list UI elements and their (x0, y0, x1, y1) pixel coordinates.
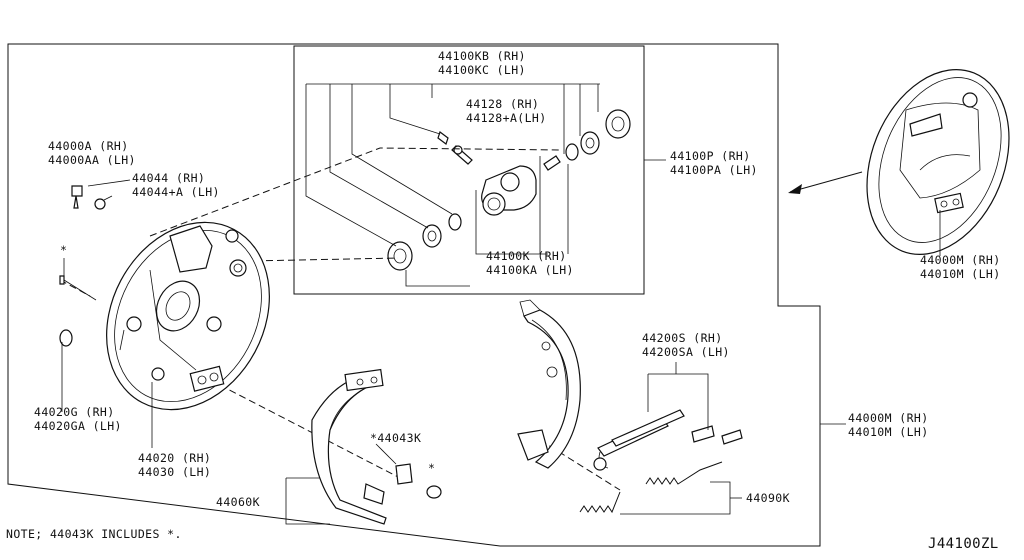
label-lining: 44060K (216, 495, 260, 509)
label-kit-lh: 44100PA (LH) (670, 163, 758, 177)
label-assembly-lh: 44010M (LH) (848, 425, 929, 439)
small-parts-left (59, 185, 106, 347)
label-backplate-lh: 44000AA (LH) (48, 153, 136, 167)
label-plate-lh: 44030 (LH) (138, 465, 211, 479)
label-kit-rh: 44100P (RH) (670, 149, 751, 163)
label-bolt-rh: 44044 (RH) (132, 171, 205, 185)
return-springs (579, 461, 742, 515)
wheel-cylinder-box (293, 45, 645, 295)
holddown-pin (426, 485, 442, 499)
label-spring: 44090K (746, 491, 790, 505)
direction-arrowhead (788, 184, 802, 194)
label-bleeder-lh: 44128+A(LH) (466, 111, 547, 125)
label-bleeder-rh: 44128 (RH) (466, 97, 539, 111)
label-plug-rh: 44020G (RH) (34, 405, 115, 419)
label-plate-rh: 44020 (RH) (138, 451, 211, 465)
backing-plate (106, 221, 270, 411)
label-shoe-kit: *44043K (370, 431, 421, 445)
label-wheel-cyl-rh: 44100KB (RH) (438, 49, 526, 63)
brake-shoe-left (311, 368, 387, 525)
label-star-pin: * (428, 461, 435, 475)
dashed-assembly-1 (149, 147, 561, 237)
dashed-assembly-3 (209, 379, 405, 481)
holddown-spring (395, 463, 413, 485)
brake-shoe-right (517, 299, 581, 469)
label-bolt-lh: 44044+A (LH) (132, 185, 220, 199)
direction-arrow (789, 171, 863, 193)
label-wheel-cyl-lh: 44100KC (LH) (438, 63, 526, 77)
assembled-brake (866, 69, 1010, 256)
label-backplate-rh: 44000A (RH) (48, 139, 129, 153)
label-star-bolt: * (60, 243, 67, 257)
label-assembly2-rh: 44000M (RH) (920, 253, 1001, 267)
adjuster-parts (593, 362, 743, 471)
label-assembly2-lh: 44010M (LH) (920, 267, 1001, 281)
label-repair-lh: 44100KA (LH) (486, 263, 574, 277)
wheel-cylinder-group (305, 83, 666, 287)
label-plug-lh: 44020GA (LH) (34, 419, 122, 433)
outer-frame (7, 43, 821, 547)
label-assembly-rh: 44000M (RH) (848, 411, 929, 425)
label-adjuster-lh: 44200SA (LH) (642, 345, 730, 359)
label-repair-rh: 44100K (RH) (486, 249, 567, 263)
diagram-id: J44100ZL (928, 536, 999, 552)
label-adjuster-rh: 44200S (RH) (642, 331, 723, 345)
note-text: NOTE; 44043K INCLUDES *. (6, 527, 182, 541)
labels: 44100KB (RH) 44100KC (LH) 44128 (RH) 441… (6, 49, 1001, 552)
